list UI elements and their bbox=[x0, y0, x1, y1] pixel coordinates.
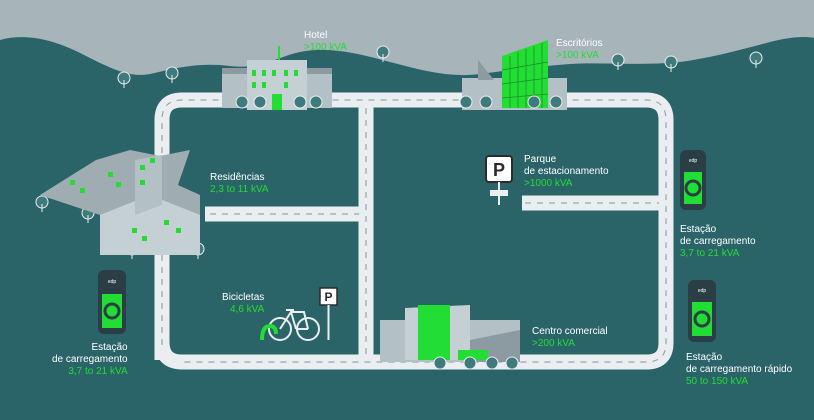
ground bbox=[0, 37, 814, 420]
label-estacao-rapido: Estação de carregamento rápido 50 to 150… bbox=[686, 352, 792, 388]
residencias-buildings bbox=[40, 150, 200, 255]
hotel-building bbox=[222, 46, 332, 110]
bicicletas-power: 4,6 kVA bbox=[230, 304, 265, 315]
parque-power: >1000 kVA bbox=[524, 178, 573, 189]
estacao-right-line2: de carregamento bbox=[680, 236, 756, 247]
charger-right-top: edp bbox=[680, 150, 706, 210]
parking-sign-main: P bbox=[485, 155, 513, 205]
tree bbox=[749, 51, 763, 68]
estacao-rapido-line2: de carregamento rápido bbox=[686, 364, 793, 375]
escritorios-power: >100 kVA bbox=[556, 50, 599, 61]
hotel-name: Hotel bbox=[304, 30, 328, 41]
residencias-name: Residências bbox=[210, 172, 265, 183]
estacao-rapido-power: 50 to 150 kVA bbox=[686, 376, 749, 387]
label-parque: Parque de estacionamento >1000 kVA bbox=[524, 154, 609, 190]
svg-text:edp: edp bbox=[108, 279, 117, 285]
parking-sign-letter: P bbox=[493, 160, 505, 180]
tree bbox=[611, 53, 625, 70]
centro-name: Centro comercial bbox=[532, 326, 608, 337]
bicycle-icon bbox=[260, 309, 320, 341]
bicicletas-name: Bicicletas bbox=[222, 292, 265, 303]
centro-comercial-building bbox=[380, 305, 520, 370]
charger-left: edp bbox=[98, 270, 126, 334]
tree bbox=[35, 195, 49, 212]
estacao-left-line1: Estação bbox=[91, 342, 128, 353]
parque-line2: de estacionamento bbox=[524, 166, 609, 177]
label-estacao-left: Estação de carregamento 3,7 to 21 kVA bbox=[52, 342, 128, 378]
parking-sign-letter: P bbox=[324, 290, 332, 304]
parking-sign-bikes: P bbox=[319, 287, 338, 340]
residencias-power: 2,3 to 11 kVA bbox=[210, 184, 269, 195]
label-centro: Centro comercial >200 kVA bbox=[532, 326, 608, 350]
estacao-right-power: 3,7 to 21 kVA bbox=[680, 248, 740, 259]
escritorios-building bbox=[459, 40, 567, 110]
escritorios-name: Escritórios bbox=[556, 38, 603, 49]
estacao-left-line2: de carregamento bbox=[52, 354, 128, 365]
centro-power: >200 kVA bbox=[532, 338, 575, 349]
label-hotel: Hotel >100 kVA bbox=[304, 30, 347, 54]
label-estacao-right: Estação de carregamento 3,7 to 21 kVA bbox=[680, 224, 756, 260]
estacao-rapido-line1: Estação bbox=[686, 352, 723, 363]
tree bbox=[117, 71, 131, 88]
hotel-power: >100 kVA bbox=[304, 42, 347, 53]
estacao-right-line1: Estação bbox=[680, 224, 717, 235]
road-markings bbox=[161, 99, 667, 363]
tree bbox=[376, 45, 390, 62]
svg-text:edp: edp bbox=[689, 158, 698, 164]
svg-text:edp: edp bbox=[698, 288, 707, 294]
estacao-left-power: 3,7 to 21 kVA bbox=[68, 366, 128, 377]
parque-line1: Parque bbox=[524, 154, 557, 165]
tree bbox=[165, 66, 179, 83]
label-escritorios: Escritórios >100 kVA bbox=[556, 38, 603, 62]
label-bicicletas: Bicicletas 4,6 kVA bbox=[222, 292, 264, 316]
label-residencias: Residências 2,3 to 11 kVA bbox=[210, 172, 269, 196]
tree bbox=[664, 55, 678, 72]
charger-right-bottom: edp bbox=[688, 280, 716, 342]
